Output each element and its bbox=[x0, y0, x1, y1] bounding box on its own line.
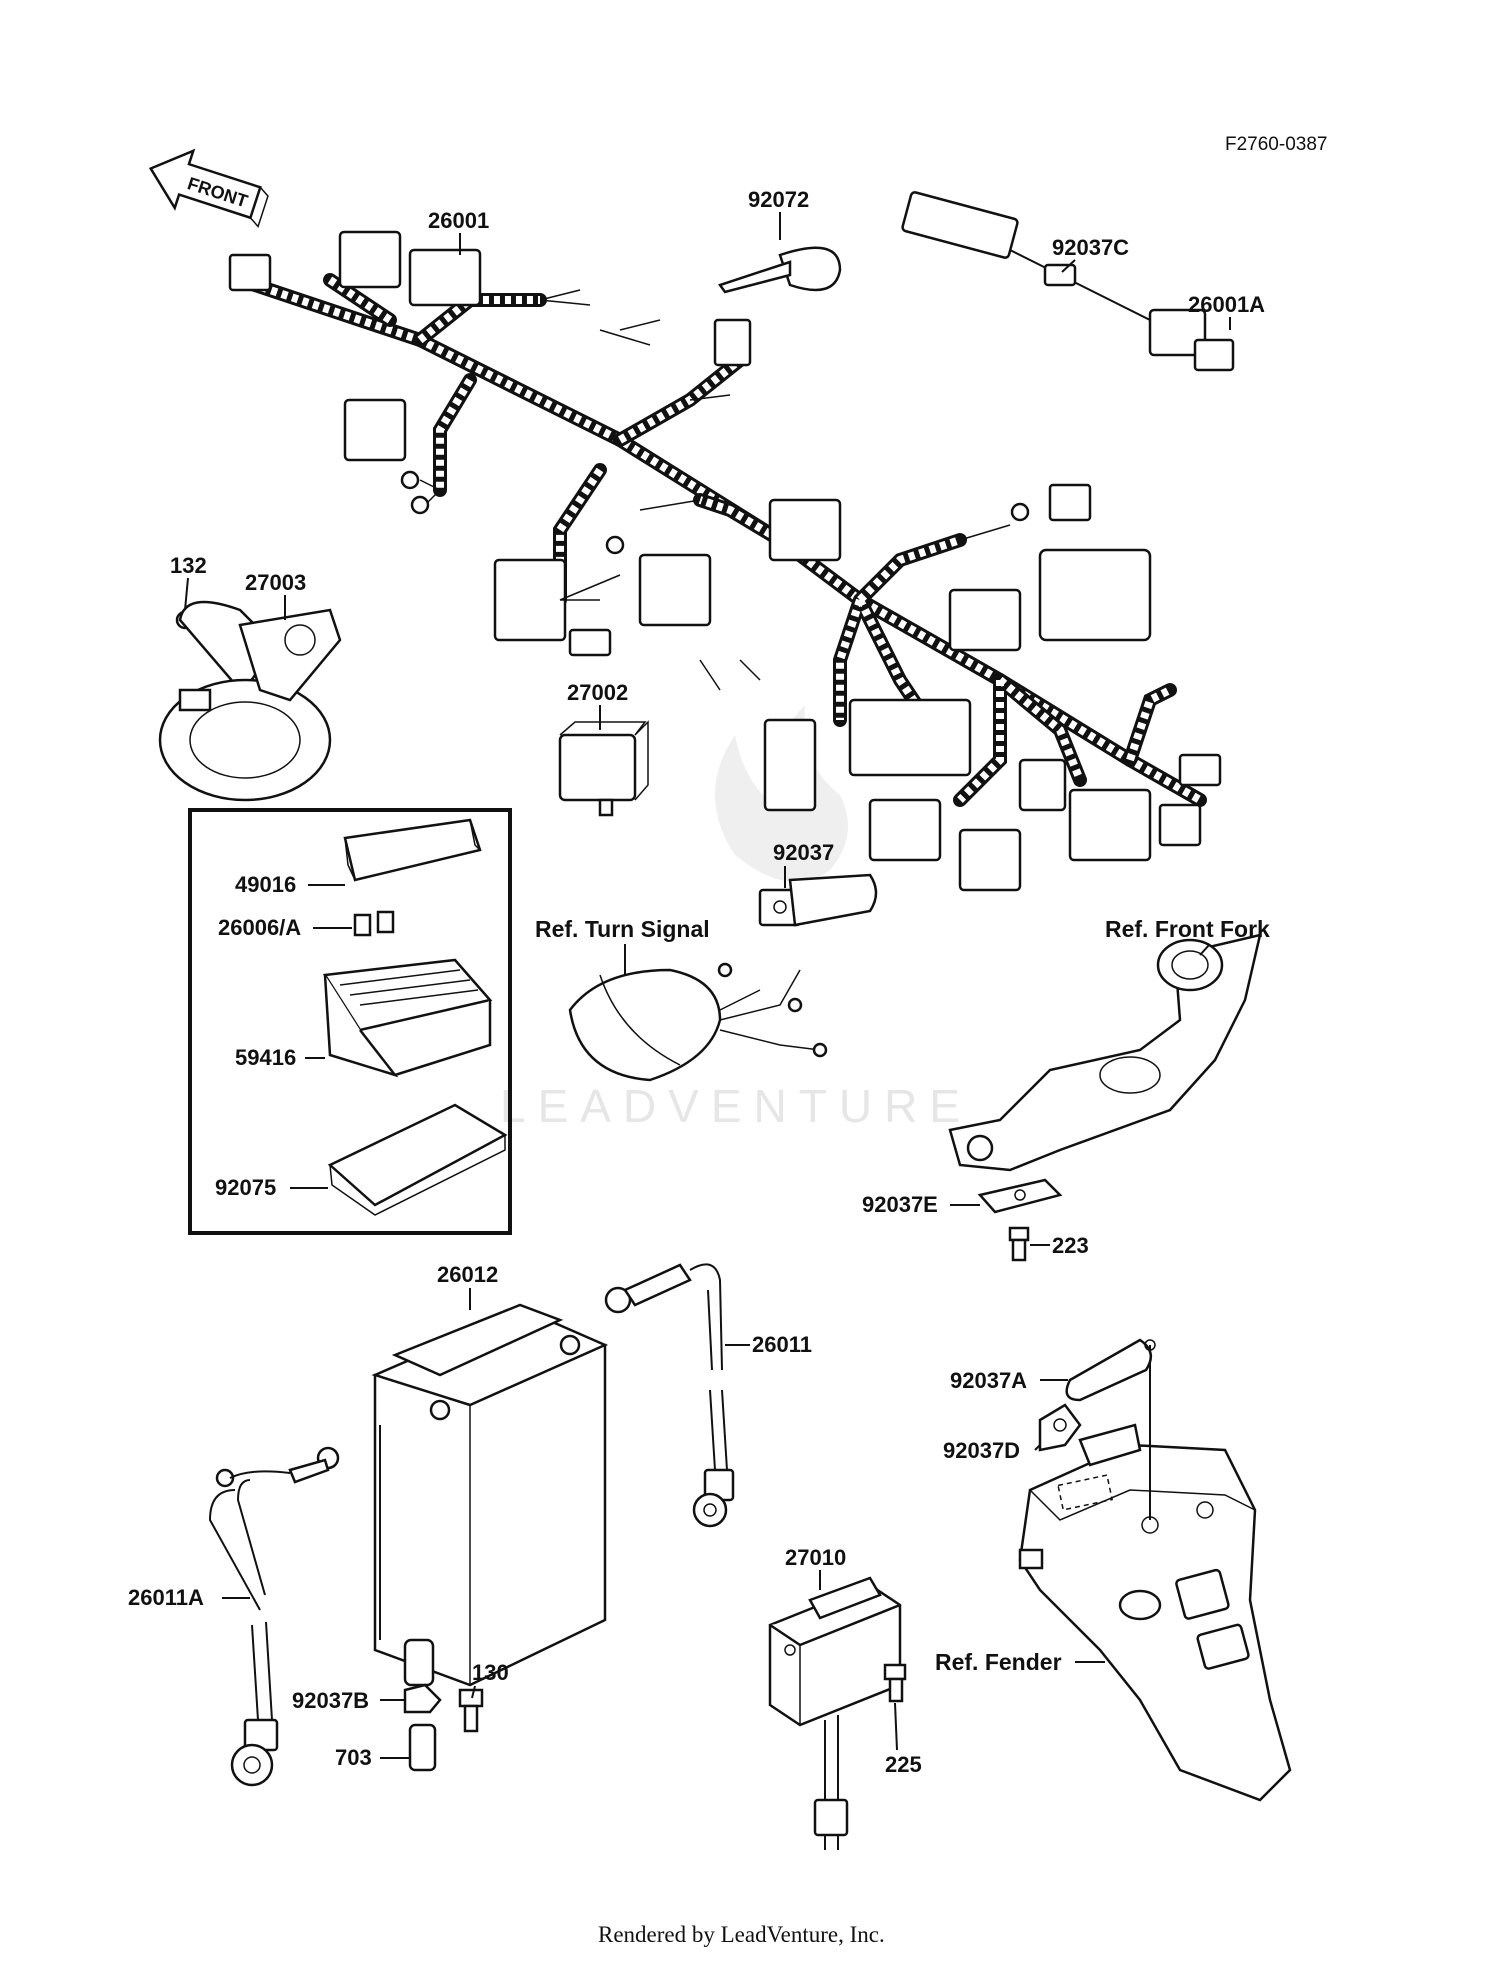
module-27010 bbox=[768, 1576, 902, 1850]
parts-92037B-703-130 bbox=[403, 1638, 484, 1772]
cable-tie-92072 bbox=[717, 246, 842, 294]
clamp-92037A bbox=[1065, 1338, 1156, 1402]
clamp-92037 bbox=[758, 873, 878, 927]
label-130: 130 bbox=[472, 1660, 509, 1685]
label-92037D: 92037D bbox=[943, 1438, 1020, 1463]
label-225: 225 bbox=[885, 1752, 922, 1777]
clamp-92037D bbox=[1038, 1403, 1082, 1452]
label-26011: 26011 bbox=[752, 1332, 812, 1357]
label-27010: 27010 bbox=[785, 1545, 846, 1570]
label-92037B: 92037B bbox=[292, 1688, 369, 1713]
wiring-harness-26001 bbox=[228, 230, 1222, 892]
label-92037: 92037 bbox=[773, 840, 834, 865]
cable-26011A bbox=[208, 1446, 340, 1787]
fender-ref bbox=[1018, 1345, 1292, 1802]
label-703: 703 bbox=[335, 1745, 372, 1770]
ref-front-fork: Ref. Front Fork bbox=[1105, 916, 1270, 942]
label-92037E: 92037E bbox=[862, 1192, 938, 1217]
label-49016: 49016 bbox=[235, 872, 296, 897]
footer-credit: Rendered by LeadVenture, Inc. bbox=[598, 1922, 885, 1947]
figure-code: F2760-0387 bbox=[1225, 134, 1327, 155]
bolt-225 bbox=[883, 1663, 907, 1703]
cover-92075 bbox=[327, 1103, 508, 1216]
fuse-26006A bbox=[353, 910, 395, 937]
cover-49016 bbox=[343, 818, 482, 882]
bolt-223 bbox=[1008, 1226, 1030, 1262]
watermark-text: LEADVENTURE bbox=[500, 1080, 972, 1132]
fuse-box-group bbox=[188, 808, 512, 1235]
horn-27003 bbox=[158, 600, 342, 802]
label-27003: 27003 bbox=[245, 570, 306, 595]
label-132: 132 bbox=[170, 553, 207, 578]
battery-26012 bbox=[371, 1303, 609, 1687]
cable-26011 bbox=[604, 1263, 735, 1528]
label-92072: 92072 bbox=[748, 187, 809, 212]
label-26006A: 26006/A bbox=[218, 915, 301, 940]
label-26011A: 26011A bbox=[128, 1585, 204, 1610]
label-223: 223 bbox=[1052, 1233, 1089, 1258]
clamp-92037E bbox=[977, 1178, 1063, 1214]
fuse-box-59416 bbox=[322, 958, 493, 1078]
label-92037C: 92037C bbox=[1052, 235, 1129, 260]
ref-fender: Ref. Fender bbox=[935, 1649, 1062, 1675]
label-92075: 92075 bbox=[215, 1175, 276, 1200]
label-59416: 59416 bbox=[235, 1045, 296, 1070]
label-26012: 26012 bbox=[437, 1262, 498, 1287]
label-26001: 26001 bbox=[428, 208, 489, 233]
label-27002: 27002 bbox=[567, 680, 628, 705]
label-92037A: 92037A bbox=[950, 1368, 1027, 1393]
ref-turn-signal: Ref. Turn Signal bbox=[535, 916, 710, 942]
label-26001A: 26001A bbox=[1188, 292, 1265, 317]
turn-signal-ref bbox=[568, 962, 828, 1082]
relay-27002 bbox=[558, 720, 649, 817]
front-fork-ref bbox=[948, 933, 1262, 1172]
front-arrow-icon: FRONT bbox=[148, 148, 269, 229]
sub-harness-26001A bbox=[901, 191, 1235, 372]
